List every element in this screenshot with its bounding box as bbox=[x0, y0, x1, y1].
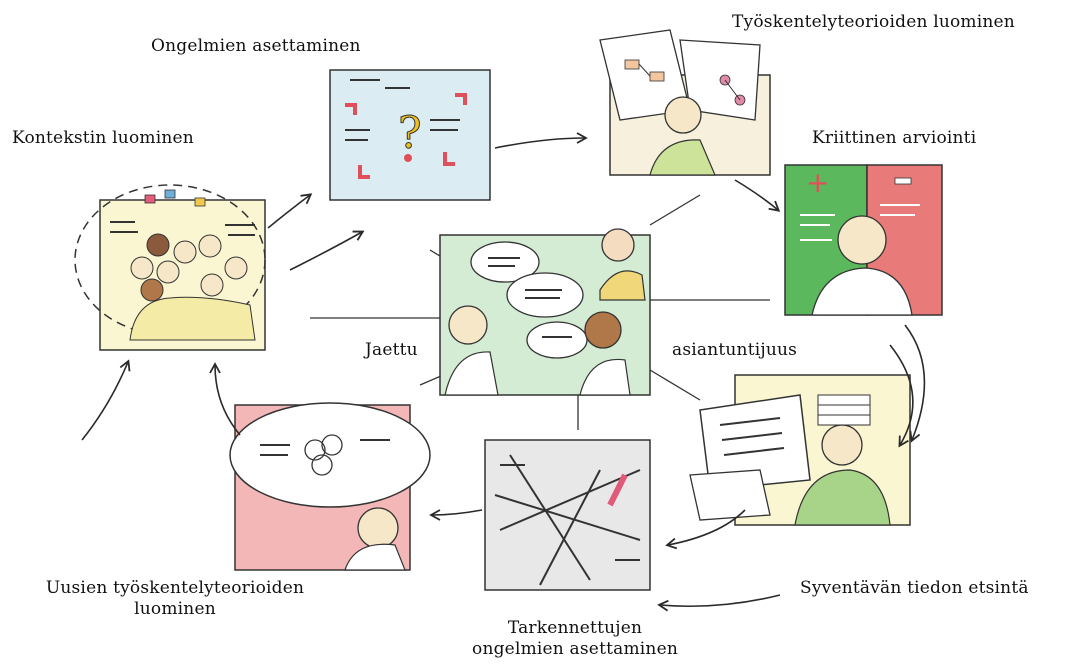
label-critical-evaluation: Kriittinen arviointi bbox=[812, 128, 977, 148]
label-expertise: asiantuntijuus bbox=[672, 340, 798, 360]
label-refined-line2: ongelmien asettaminen bbox=[472, 639, 678, 660]
refined-problem-setting-panel bbox=[484, 439, 651, 591]
problem-setting-panel: ? bbox=[329, 69, 491, 201]
minus-icon bbox=[894, 177, 912, 185]
new-working-theories-panel bbox=[229, 402, 431, 571]
label-new-working-theories: Uusien työskentelyteorioiden luominen bbox=[20, 578, 330, 621]
label-new-line1: Uusien työskentelyteorioiden bbox=[45, 578, 305, 598]
pencil-icon bbox=[607, 473, 628, 507]
deep-knowledge-search-panel bbox=[689, 374, 911, 526]
question-mark-icon: ? bbox=[398, 108, 422, 159]
working-theories-panel bbox=[599, 29, 771, 176]
label-deep-knowledge-search: Syventävän tiedon etsintä bbox=[800, 578, 1029, 598]
label-refined-line1: Tarkennettujen bbox=[507, 618, 643, 638]
context-panel bbox=[74, 184, 266, 351]
label-refined-problem-setting: Tarkennettujen ongelmien asettaminen bbox=[455, 618, 695, 661]
shared-expertise-panel bbox=[310, 194, 770, 430]
label-working-theories: Työskentelyteorioiden luominen bbox=[732, 12, 1015, 32]
label-context-creation: Kontekstin luominen bbox=[12, 128, 194, 148]
critical-evaluation-panel: + bbox=[784, 164, 943, 316]
cycle-arrows bbox=[81, 132, 926, 612]
label-shared: Jaettu bbox=[365, 340, 418, 360]
label-problem-setting: Ongelmien asettaminen bbox=[151, 36, 361, 56]
plus-icon: + bbox=[806, 166, 829, 199]
label-new-line2: luominen bbox=[134, 599, 216, 620]
